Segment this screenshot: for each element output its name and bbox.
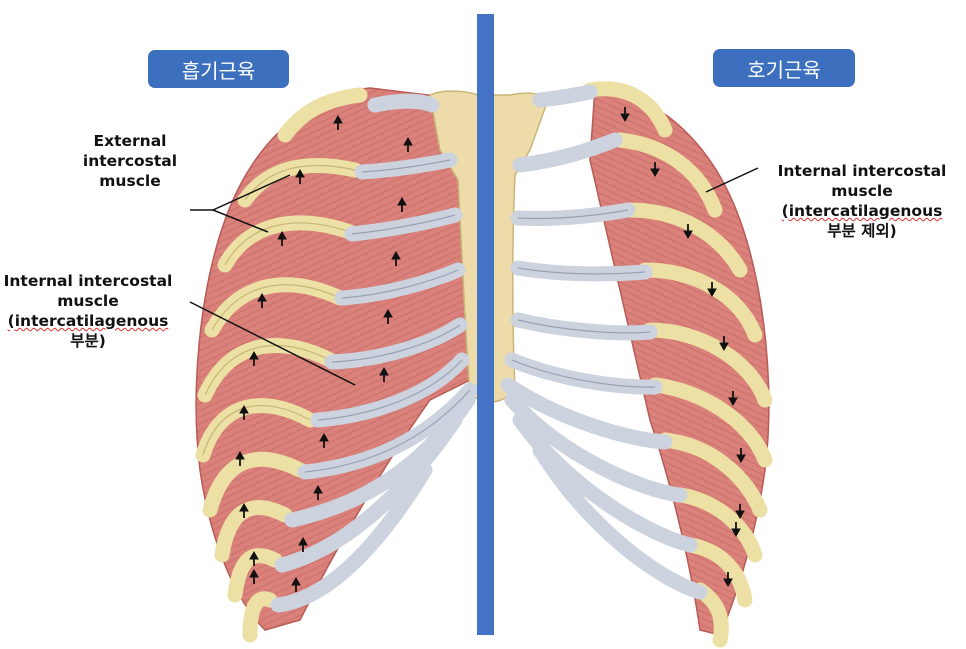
arrow-down-icon [719, 336, 729, 352]
arrow-down-icon [735, 504, 745, 520]
inspiration-muscles-label: 흡기근육 [181, 58, 256, 83]
expiration-arrows [620, 107, 746, 588]
arrow-up-icon [249, 350, 259, 366]
arrow-up-icon [295, 168, 305, 184]
external-intercostal-label: External intercostal muscle [82, 132, 178, 190]
arrow-up-icon [397, 196, 407, 212]
arrow-down-icon [731, 522, 741, 538]
arrow-up-icon [249, 550, 259, 566]
arrow-up-icon [319, 432, 329, 448]
center-divider [477, 14, 494, 635]
arrow-up-icon [249, 568, 259, 584]
arrow-up-icon [298, 536, 308, 552]
arrow-down-icon [723, 572, 733, 588]
arrow-up-icon [383, 308, 393, 324]
expiration-muscles-badge: 호기근육 [713, 49, 855, 87]
expiration-muscles-label: 호기근육 [747, 57, 821, 82]
arrow-up-icon [235, 450, 245, 466]
inspiration-muscles-badge: 흡기근육 [148, 50, 289, 88]
arrow-up-icon [277, 230, 287, 246]
arrow-up-icon [239, 502, 249, 518]
arrow-up-icon [391, 250, 401, 266]
arrow-up-icon [379, 366, 389, 382]
arrow-down-icon [707, 282, 717, 298]
arrow-up-icon [313, 484, 323, 500]
arrow-up-icon [333, 114, 343, 130]
inspiration-arrows [235, 114, 413, 592]
arrow-down-icon [650, 162, 660, 178]
arrow-down-icon [683, 224, 693, 240]
arrow-up-icon [257, 292, 267, 308]
arrow-up-icon [403, 136, 413, 152]
arrow-down-icon [728, 391, 738, 407]
internal-intercostal-right-label: Internal intercostal muscle (intercatila… [777, 162, 947, 240]
arrow-down-icon [736, 448, 746, 464]
arrow-down-icon [620, 107, 630, 123]
internal-intercostal-left-label: Internal intercostal muscle (intercatila… [3, 272, 173, 350]
pointer-lines [189, 167, 759, 386]
arrow-up-icon [239, 404, 249, 420]
arrow-up-icon [291, 576, 301, 592]
